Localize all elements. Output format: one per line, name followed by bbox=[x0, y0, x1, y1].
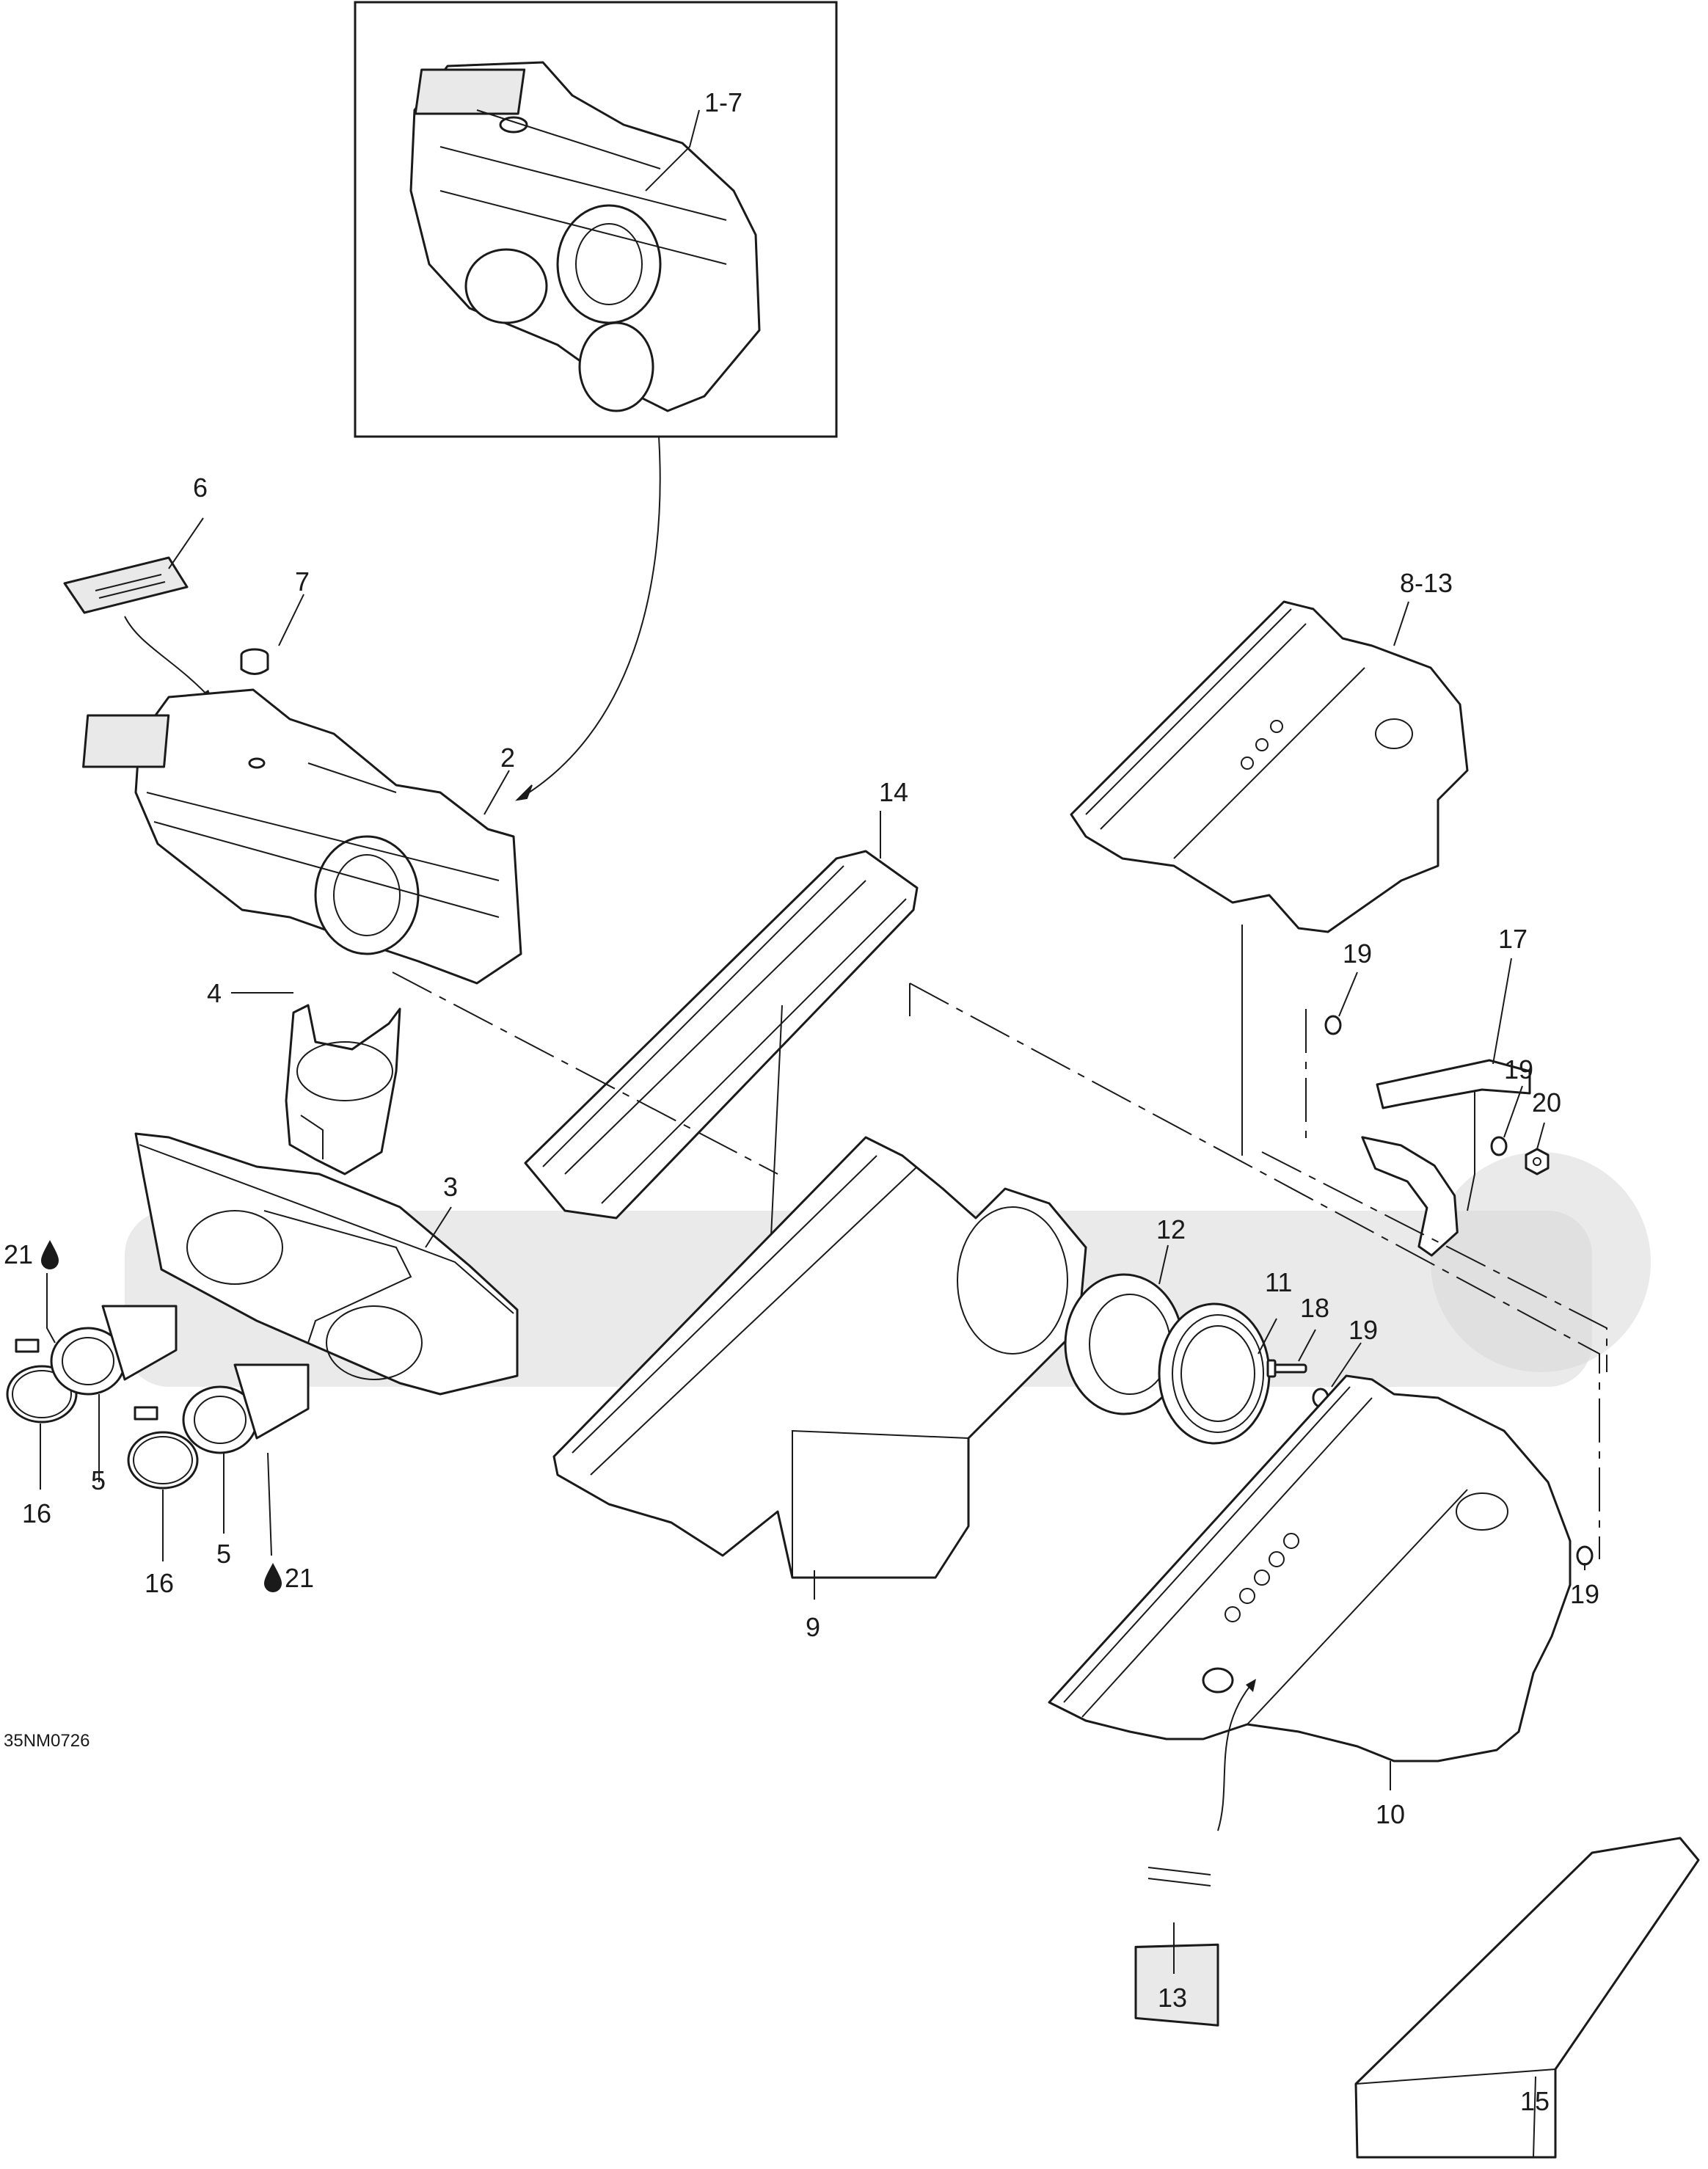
callout-5: 5 bbox=[91, 1465, 106, 1495]
callout-16: 16 bbox=[145, 1568, 174, 1598]
decal-6 bbox=[63, 556, 189, 614]
callout-14: 14 bbox=[879, 777, 908, 807]
connector-4 bbox=[285, 1004, 401, 1175]
filter-14 bbox=[524, 850, 919, 1220]
callout-13: 13 bbox=[1158, 1983, 1187, 2013]
decal-13 bbox=[1134, 1867, 1219, 2027]
air-box-assembly bbox=[409, 61, 761, 412]
washer-19d bbox=[1576, 1545, 1594, 1566]
callout-17: 17 bbox=[1498, 924, 1528, 954]
oil-drop-icon bbox=[264, 1563, 282, 1592]
callout-16: 16 bbox=[22, 1498, 51, 1528]
adaptor-11 bbox=[1158, 1302, 1271, 1445]
adaptor-5b bbox=[182, 1363, 310, 1454]
foam-15 bbox=[1354, 1837, 1700, 2159]
callout-3: 3 bbox=[443, 1172, 458, 1202]
callout-5: 5 bbox=[216, 1539, 231, 1569]
callout-7: 7 bbox=[295, 566, 310, 597]
silencer-10 bbox=[1048, 1374, 1572, 1762]
decal-13-arrow bbox=[1217, 1680, 1255, 1831]
callout-4: 4 bbox=[207, 978, 222, 1008]
drawing-code: 35NM0726 bbox=[4, 1731, 90, 1751]
housing-9 bbox=[552, 1136, 1087, 1579]
callout-11: 11 bbox=[1265, 1267, 1292, 1297]
callout-8-13: 8-13 bbox=[1400, 568, 1453, 598]
arrowhead bbox=[515, 784, 533, 801]
callout-19: 19 bbox=[1504, 1054, 1533, 1084]
callout-15: 15 bbox=[1520, 2086, 1550, 2116]
washer-19c bbox=[1490, 1136, 1508, 1156]
air-box-base-3 bbox=[134, 1132, 519, 1396]
silencer-assembly-8-13 bbox=[1070, 600, 1469, 933]
callout-18: 18 bbox=[1300, 1293, 1329, 1323]
callout-10: 10 bbox=[1376, 1799, 1405, 1829]
assembly-line bbox=[1261, 1151, 1607, 1372]
air-box-cover-2 bbox=[82, 688, 522, 985]
callout-19: 19 bbox=[1343, 938, 1372, 969]
clamp-16b bbox=[127, 1406, 199, 1490]
assembly-inset-frame bbox=[354, 1, 838, 438]
callout-9: 9 bbox=[806, 1612, 820, 1642]
callout-2: 2 bbox=[500, 743, 515, 773]
callout-21: 21 bbox=[4, 1239, 33, 1269]
leader-lines bbox=[40, 109, 1585, 2158]
callout-19: 19 bbox=[1570, 1579, 1599, 1609]
callout-19: 19 bbox=[1348, 1315, 1378, 1345]
inset-to-cover-arrow bbox=[517, 436, 661, 801]
adaptor-5a bbox=[50, 1305, 178, 1396]
callout-21: 21 bbox=[285, 1563, 314, 1593]
grommet-7 bbox=[240, 648, 269, 675]
screw-18 bbox=[1266, 1359, 1307, 1378]
bracket-17 bbox=[1361, 1059, 1531, 1257]
decal-6-arrow bbox=[124, 616, 213, 701]
oil-drop-icon bbox=[41, 1240, 59, 1269]
callout-6: 6 bbox=[193, 473, 208, 503]
nut-20 bbox=[1525, 1148, 1550, 1175]
callout-20: 20 bbox=[1532, 1087, 1561, 1118]
callout-12: 12 bbox=[1156, 1214, 1186, 1244]
callout-labels: 1-7 6 7 2 4 3 21 5 16 16 5 21 14 9 12 11… bbox=[4, 87, 1599, 2116]
assembly-line bbox=[909, 983, 1600, 1559]
washer-19b bbox=[1324, 1015, 1342, 1035]
callout-1-7: 1-7 bbox=[704, 87, 742, 117]
assembly-line bbox=[392, 972, 778, 1175]
